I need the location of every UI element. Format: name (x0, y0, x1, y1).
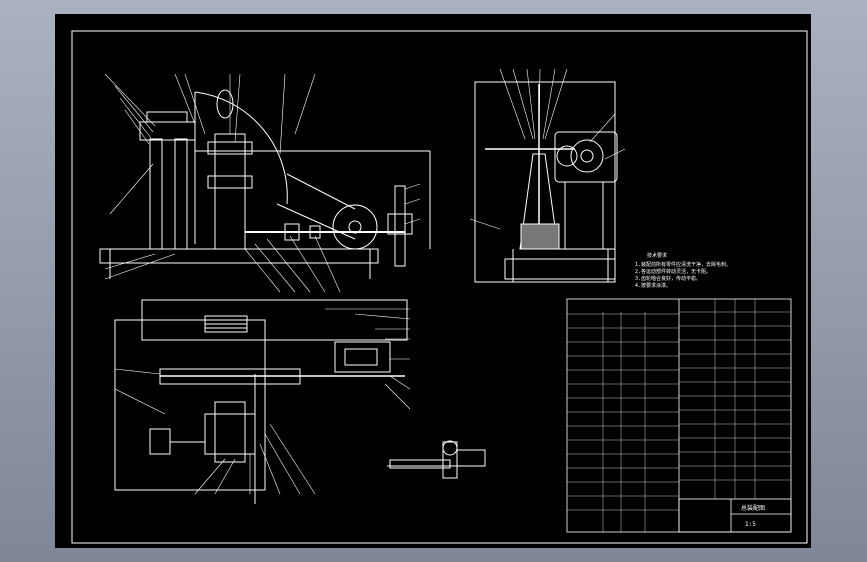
drawing-scale: 1:5 (745, 521, 756, 528)
tech-req-line-3: 3.齿轮啮合良好，传动平稳。 (635, 275, 701, 282)
title-block (678, 498, 792, 533)
front-view (99, 73, 431, 293)
drawing-sheet: 技术要求 1.装配前所有零件应清洗干净，去除毛刺。 2.各运动部件转动灵活，无卡… (55, 14, 811, 548)
motor (334, 341, 391, 373)
flywheel-arc (194, 91, 288, 205)
tech-req-line-1: 1.装配前所有零件应清洗干净，去除毛刺。 (635, 261, 731, 268)
tech-req-title: 技术要求 (647, 252, 667, 259)
top-view-leaders (114, 308, 411, 495)
gear-reducer (554, 131, 618, 183)
tech-req-line-2: 2.各运动部件转动灵活，无卡阻。 (635, 268, 711, 275)
drawing-canvas: 技术要求 1.装配前所有零件应清洗干净，去除毛刺。 2.各运动部件转动灵活，无卡… (71, 30, 808, 544)
hand-wheel (394, 185, 406, 267)
top-frame (114, 319, 266, 491)
column-left (149, 138, 163, 250)
top-housing (139, 121, 196, 141)
column-right (174, 138, 188, 250)
base-rail (99, 248, 379, 264)
inner-border (71, 30, 808, 544)
drawing-title: 总装配图 (741, 504, 765, 512)
technical-requirements: 技术要求 1.装配前所有零件应清洗干净，去除毛刺。 2.各运动部件转动灵活，无卡… (635, 252, 731, 289)
parts-table-grid (567, 299, 791, 532)
tech-req-line-4: 4.按要求涂漆。 (635, 282, 671, 289)
top-view (114, 299, 411, 504)
side-view-leaders (469, 68, 626, 230)
front-view-leaders (104, 73, 421, 293)
side-view (469, 68, 626, 283)
pulley (332, 204, 378, 250)
parts-list: 总装配图 1:5 (566, 298, 792, 533)
detail-view (387, 440, 486, 479)
